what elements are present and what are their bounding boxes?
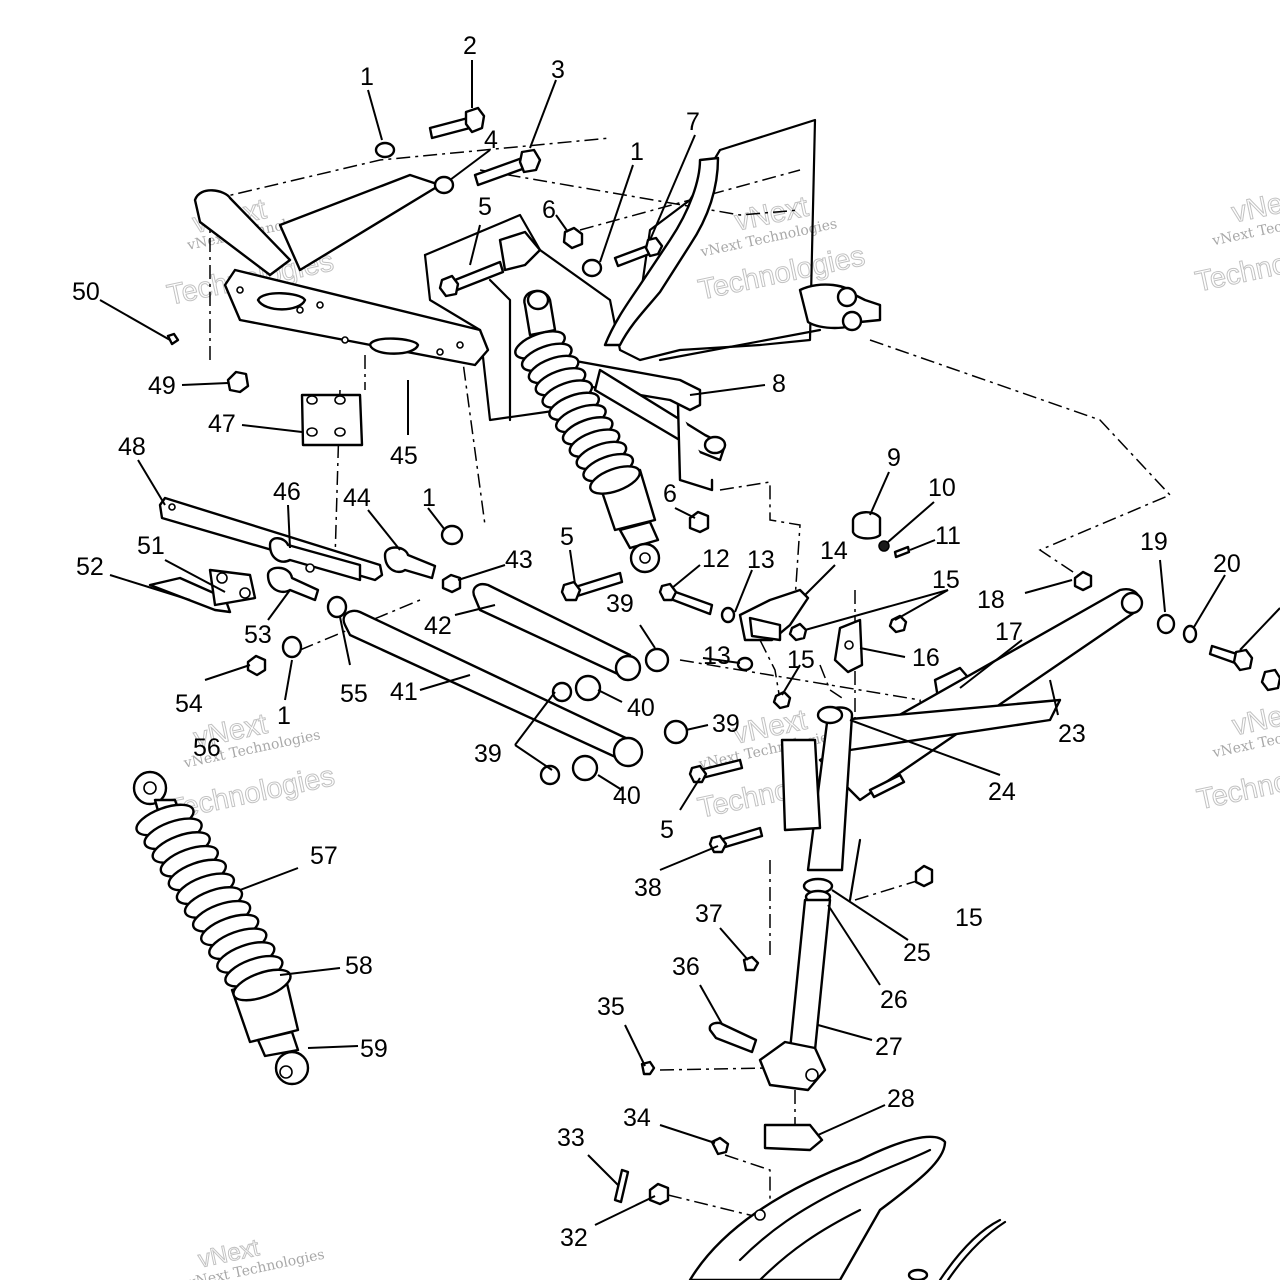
- hardware-top: [374, 106, 542, 195]
- tube-42: [472, 583, 670, 682]
- spacer-block: [300, 393, 364, 447]
- upper-bracket-plate: [193, 173, 490, 367]
- steering-arm-clamp: [736, 588, 908, 710]
- callout-label: 39: [712, 710, 740, 738]
- callout-label: 48: [118, 433, 146, 461]
- frame-tube-end: [841, 310, 863, 332]
- callout-label: 40: [613, 782, 641, 810]
- callout-label: 19: [1140, 528, 1168, 556]
- callout-label: 32: [560, 1224, 588, 1252]
- callout-label: 41: [390, 678, 418, 706]
- callout-label: 39: [474, 740, 502, 768]
- callout-label: 20: [1213, 550, 1241, 578]
- callout-label: 57: [310, 842, 338, 870]
- callout-label: 11: [935, 522, 961, 550]
- callout-label: 49: [148, 372, 176, 400]
- lower-shock-spring: [135, 803, 292, 1002]
- callout-label: 4: [484, 126, 498, 154]
- ski: [613, 1123, 1007, 1280]
- upper-shock-spring: [514, 330, 641, 495]
- callout-label: 2: [463, 32, 477, 60]
- leader-lines: [99, 60, 1280, 1226]
- callout-label: 14: [820, 537, 848, 565]
- callout-label: 47: [208, 410, 236, 438]
- nut: [226, 370, 250, 394]
- callout-label: 51: [137, 532, 165, 560]
- callout-label: 35: [597, 993, 625, 1021]
- callout-label: 46: [273, 478, 301, 506]
- callout-label: 1: [422, 484, 436, 512]
- callout-label: 42: [424, 612, 452, 640]
- callout-label: 1: [630, 138, 644, 166]
- callout-label: 38: [634, 874, 662, 902]
- callout-label: 39: [606, 590, 634, 618]
- callout-label: 36: [672, 953, 700, 981]
- callout-label: 18: [977, 586, 1005, 614]
- callout-label: 54: [175, 690, 203, 718]
- rod-ends: [246, 524, 464, 677]
- callout-label: 58: [345, 952, 373, 980]
- callout-label: 34: [623, 1104, 651, 1132]
- callout-label: 8: [772, 370, 786, 398]
- callout-label: 6: [542, 196, 556, 224]
- callout-label: 15: [955, 904, 983, 932]
- callout-label: 15: [787, 646, 815, 674]
- callout-label: 25: [903, 939, 931, 967]
- callout-label: 15: [932, 566, 960, 594]
- callout-label: 27: [875, 1033, 903, 1061]
- callout-label: 26: [880, 986, 908, 1014]
- callout-label: 10: [928, 474, 956, 502]
- nut-small: [166, 332, 180, 346]
- callout-label: 52: [76, 553, 104, 581]
- callout-label: 40: [627, 694, 655, 722]
- callout-label: 44: [343, 484, 371, 512]
- callout-label: 45: [390, 442, 418, 470]
- watermark-line2: Technologies: [1194, 750, 1280, 816]
- callout-label: 5: [478, 193, 492, 221]
- hardware-upper-mid: [438, 226, 664, 298]
- callout-label: 5: [660, 816, 674, 844]
- tie-rod: [568, 358, 727, 492]
- callout-label: 43: [505, 546, 533, 574]
- callout-label: 5: [560, 523, 574, 551]
- callout-label: 13: [747, 546, 775, 574]
- callout-label: 3: [551, 56, 565, 84]
- callout-label: 16: [912, 644, 940, 672]
- callout-label: 23: [1058, 720, 1086, 748]
- callout-label: 28: [887, 1085, 915, 1113]
- hardware-right: [1073, 570, 1280, 692]
- callout-label: 33: [557, 1124, 585, 1152]
- callout-label: 56: [193, 734, 221, 762]
- callout-label: 12: [702, 545, 730, 573]
- callout-label: 1: [277, 702, 291, 730]
- callout-label: 13: [703, 642, 731, 670]
- a-arm: [818, 588, 1144, 902]
- callout-label: 53: [244, 621, 272, 649]
- callout-label: 50: [72, 278, 100, 306]
- steering-bracket: [603, 156, 720, 347]
- callout-numbers: 1 2 3 4 7 1 5 6 50 49 47 45 8 48 46 44 1…: [72, 32, 1241, 1252]
- callout-label: 1: [360, 63, 374, 91]
- hardware-right-small: [851, 511, 911, 559]
- callout-label: 7: [686, 108, 700, 136]
- callout-label: 55: [340, 680, 368, 708]
- lower-bracket-48: [158, 496, 384, 582]
- callout-label: 37: [695, 900, 723, 928]
- tube-41: [342, 609, 689, 786]
- callout-label: 9: [887, 444, 901, 472]
- lower-bracket-52: [148, 568, 257, 614]
- frame-tube-end: [836, 286, 858, 308]
- callout-label: 17: [995, 618, 1023, 646]
- callout-label: 24: [988, 778, 1016, 806]
- callout-label: 59: [360, 1035, 388, 1063]
- spring-coil: [589, 465, 641, 495]
- callout-label: 6: [663, 480, 677, 508]
